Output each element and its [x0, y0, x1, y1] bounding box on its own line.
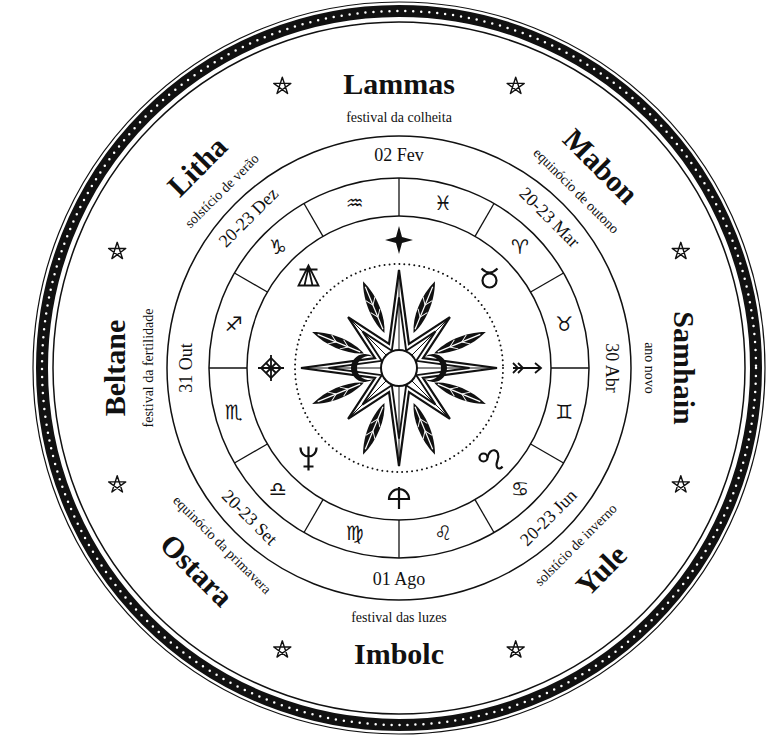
divider: [531, 444, 564, 463]
pentagram: [109, 476, 126, 492]
pentagram: [507, 77, 524, 93]
divider: [398, 178, 399, 216]
outer-rim: [33, 2, 765, 734]
waxing-crescent: [351, 354, 374, 382]
divider: [551, 367, 589, 368]
compass-star: [301, 270, 497, 466]
star-ridges: [301, 270, 497, 466]
sabbat-subtitle: ano novo: [641, 342, 656, 394]
horned-circle-symbol: [482, 269, 498, 288]
four-point-star: [385, 226, 413, 254]
knot-symbol: [258, 355, 284, 381]
divider: [475, 500, 494, 533]
zodiac-ring-outer: [209, 178, 589, 558]
pentagram: [109, 242, 126, 258]
knot-lines: [258, 355, 284, 381]
zodiac-sign: ♏: [225, 401, 243, 423]
divider: [234, 273, 267, 292]
zodiac-ring-inner: [247, 216, 551, 520]
sheaf: [299, 266, 319, 286]
full-moon: [381, 350, 417, 386]
sabbat-name: Imbolc: [354, 637, 444, 670]
divider: [234, 444, 267, 463]
divider: [304, 203, 323, 236]
date-ring-outer: [167, 136, 631, 600]
zodiac-sign: ♍: [346, 522, 364, 544]
divider: [304, 500, 323, 533]
circle: [483, 274, 497, 288]
sabbat-name: Lammas: [343, 67, 455, 100]
star-shape: [385, 226, 413, 254]
sabbat-subtitle: festival da fertilidade: [141, 309, 156, 428]
horns: [482, 269, 498, 273]
zodiac-dividers: [209, 178, 589, 558]
sabbat-name: Mabon: [556, 122, 644, 210]
date-label: 30 Abr: [601, 343, 621, 393]
sabbat-name: Samhain: [668, 311, 701, 424]
arrow: [513, 363, 541, 373]
arrow-symbol: [513, 363, 541, 373]
zodiac-sign: ♉: [555, 313, 573, 335]
zodiac-sign: ♒: [346, 192, 364, 214]
zodiac-sign: ♌: [434, 522, 452, 544]
dome: [389, 487, 409, 509]
sabbat-name: Beltane: [98, 320, 131, 417]
loop: [480, 454, 488, 462]
trident: [301, 447, 317, 471]
pentagram: [274, 77, 291, 93]
divider: [531, 273, 564, 292]
pentagram: [672, 242, 689, 258]
zodiac-sign: ♎: [269, 478, 287, 500]
zodiac-sign: ♑: [269, 236, 287, 258]
date-label: 31 Out: [177, 343, 197, 393]
dome-symbol: [389, 487, 409, 509]
zodiac-sign: ♊: [555, 401, 573, 423]
date-label: 02 Fev: [374, 146, 424, 166]
band-dots: [42, 11, 756, 725]
inner-rim: [53, 22, 745, 714]
divider: [398, 520, 399, 558]
zodiac-sign: ♓: [434, 192, 452, 214]
tail: [488, 450, 503, 468]
trident-symbol: [301, 447, 317, 471]
wheel: [33, 2, 765, 734]
dotted-circle: [295, 264, 503, 472]
zodiac-sign: ♋: [511, 478, 529, 500]
waning-crescent: [425, 354, 448, 382]
black-band: [42, 11, 756, 725]
divider: [475, 203, 494, 236]
pentagram: [274, 641, 291, 657]
sabbat-subtitle: festival da colheita: [346, 110, 452, 125]
date-label: 01 Ago: [373, 570, 426, 590]
sabbat-subtitle: festival das luzes: [351, 610, 447, 625]
zodiac-sign: ♈: [511, 236, 529, 258]
pentagram: [507, 641, 524, 657]
leo-symbol: [480, 450, 503, 468]
sheaf-symbol: [299, 266, 319, 286]
zodiac-sign: ♐: [225, 313, 243, 335]
divider: [209, 367, 247, 368]
pentagram: [672, 476, 689, 492]
